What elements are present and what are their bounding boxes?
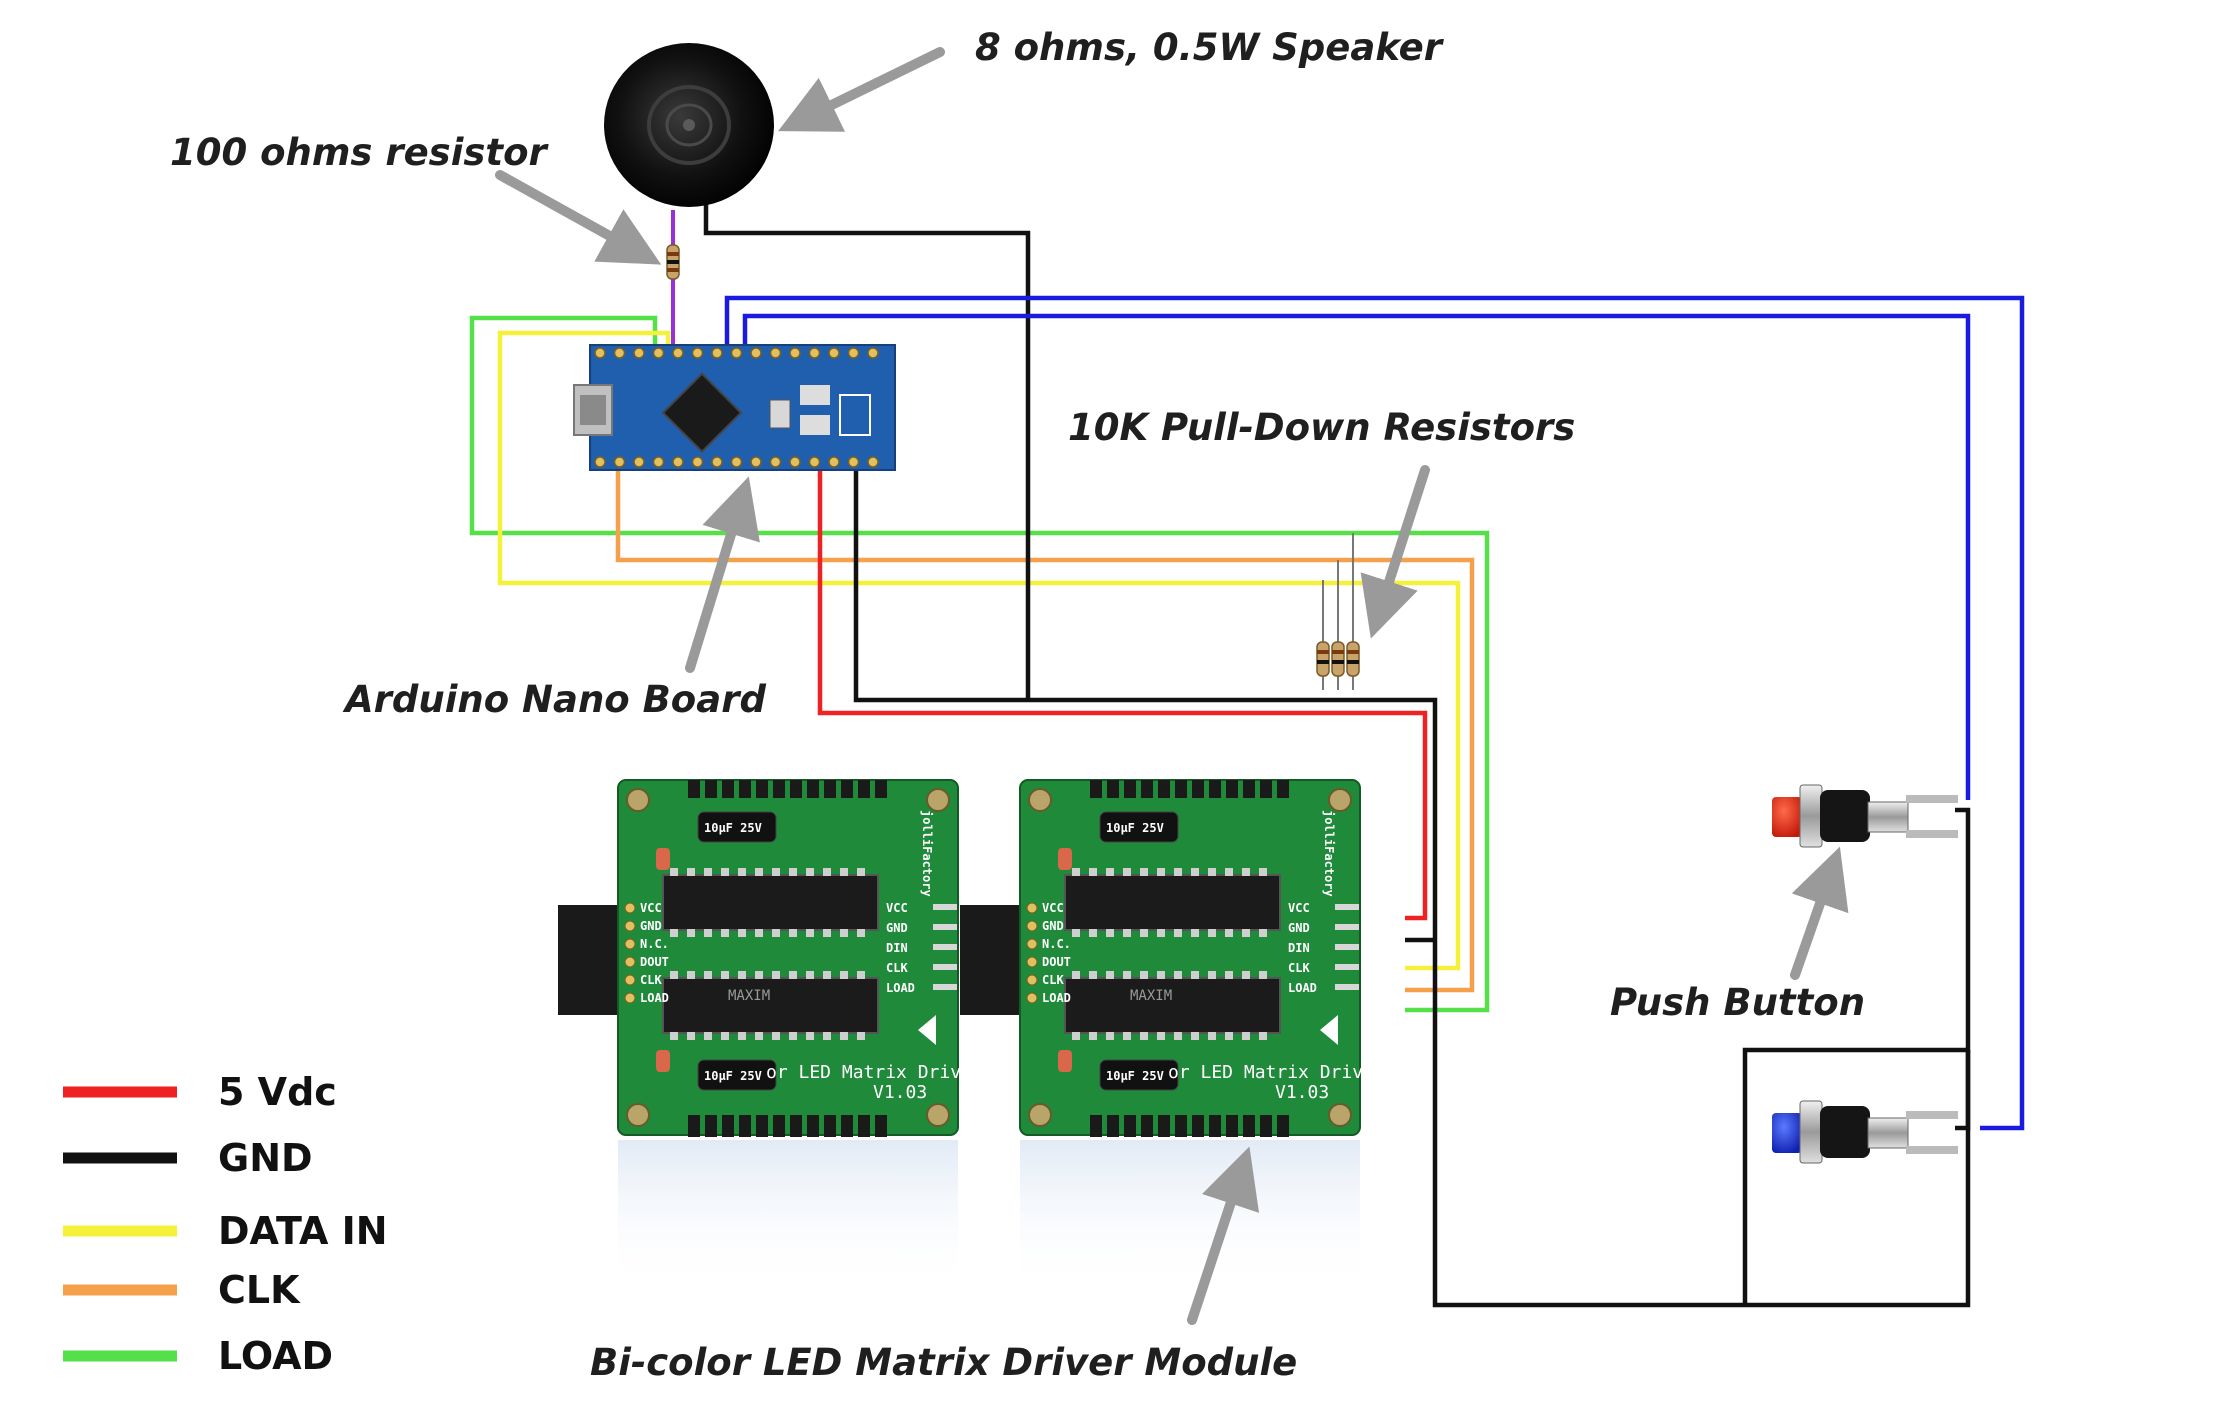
button1-wire xyxy=(742,313,1971,800)
gnd-wire-buttons xyxy=(1742,807,1971,1305)
legend-label-vcc: 5 Vdc xyxy=(218,1070,337,1114)
module-left-pin-label: N.C. xyxy=(640,937,669,951)
label-driver-module: Bi-color LED Matrix Driver Module xyxy=(590,1341,1297,1384)
legend: 5 Vdc GND DATA IN CLK LOAD xyxy=(63,1070,388,1378)
module-left-pin-label: LOAD xyxy=(640,991,669,1005)
brand-label: jolliFactory xyxy=(1322,810,1336,897)
chip-label: MAXIM xyxy=(728,988,770,1004)
module-right-pin-label: CLK xyxy=(886,961,908,975)
arrow-button xyxy=(1790,846,1849,980)
label-speaker: 8 ohms, 0.5W Speaker xyxy=(975,26,1445,69)
brand-label: jolliFactory xyxy=(920,810,934,897)
nano-bottom-header xyxy=(594,456,879,468)
callout-arrows xyxy=(495,47,1849,1325)
module-right-pin-label: GND xyxy=(1288,921,1310,935)
legend-label-gnd: GND xyxy=(218,1136,313,1180)
module-left-pin-label: CLK xyxy=(640,973,662,987)
legend-label-clk: CLK xyxy=(218,1268,301,1312)
module-right-pin-label: LOAD xyxy=(1288,981,1317,995)
module-caption: or LED Matrix Driver xyxy=(1168,1062,1385,1083)
gnd-wire-speaker xyxy=(703,200,1031,700)
module-left-pin-label: N.C. xyxy=(1042,937,1071,951)
pulldown-resistors xyxy=(1316,641,1360,677)
vcc-wire xyxy=(817,465,1428,921)
module-right-pin-label: VCC xyxy=(1288,901,1310,915)
module-left-pin-label: VCC xyxy=(1042,901,1064,915)
load-wire xyxy=(469,315,1490,1013)
module-left-pin-label: CLK xyxy=(1042,973,1064,987)
label-resistor: 100 ohms resistor xyxy=(170,131,550,174)
button2-wire xyxy=(724,295,2025,1131)
module-right-pin-label: DIN xyxy=(1288,941,1310,955)
speaker xyxy=(604,43,774,207)
module-version: V1.03 xyxy=(1275,1082,1329,1103)
gnd-wire-button2 xyxy=(1955,1050,1971,1131)
capacitor-label: 10µF 25V xyxy=(704,1069,762,1083)
driver-module-2: MAXIM 10µF 25V 10µF 25V VCC GND N.C. DOUT CLK LO… xyxy=(1019,779,1385,1137)
module-version: V1.03 xyxy=(873,1082,927,1103)
driver-module-1: MAXIM 10µF 25V 10µF 25V VCC GND N.C. DOUT CLK LO… xyxy=(617,779,983,1137)
module-left-pin-label: DOUT xyxy=(1042,955,1071,969)
arrow-nano xyxy=(685,476,760,673)
module-left-pin-label: GND xyxy=(1042,919,1064,933)
legend-label-load: LOAD xyxy=(218,1334,333,1378)
arrow-pulldown xyxy=(1360,465,1430,639)
arrow-speaker xyxy=(778,47,945,132)
module-left-pin-label: VCC xyxy=(640,901,662,915)
arrow-resistor xyxy=(495,170,662,265)
capacitor-label: 10µF 25V xyxy=(1106,821,1164,835)
module-right-pin-label: DIN xyxy=(886,941,908,955)
chip-label: MAXIM xyxy=(1130,988,1172,1004)
label-push-button: Push Button xyxy=(1610,981,1865,1024)
label-pulldown: 10K Pull-Down Resistors xyxy=(1068,406,1575,449)
data-wire xyxy=(497,330,1461,971)
legend-label-data: DATA IN xyxy=(218,1209,388,1253)
module-right-pin-label: CLK xyxy=(1288,961,1310,975)
module-left-pin-label: DOUT xyxy=(640,955,669,969)
module-right-pin-label: LOAD xyxy=(886,981,915,995)
push-button-blue xyxy=(1772,1100,1958,1164)
label-arduino: Arduino Nano Board xyxy=(342,678,766,721)
driver-modules: MAXIM 10µF 25V 10µF 25V VCC GND N.C. DOUT CLK LO… xyxy=(558,779,1385,1290)
module-caption: or LED Matrix Driver xyxy=(766,1062,983,1083)
resistor-100 xyxy=(666,244,680,280)
capacitor-label: 10µF 25V xyxy=(704,821,762,835)
module-right-pin-label: GND xyxy=(886,921,908,935)
wires xyxy=(469,200,2025,1308)
arrow-module xyxy=(1187,1146,1260,1325)
module-right-pin-label: VCC xyxy=(886,901,908,915)
push-button-red xyxy=(1772,784,1958,848)
capacitor-label: 10µF 25V xyxy=(1106,1069,1164,1083)
arduino-nano xyxy=(573,344,896,471)
module-left-pin-label: LOAD xyxy=(1042,991,1071,1005)
nano-top-header xyxy=(594,347,879,359)
module-left-pin-label: GND xyxy=(640,919,662,933)
clk-wire xyxy=(615,465,1475,993)
